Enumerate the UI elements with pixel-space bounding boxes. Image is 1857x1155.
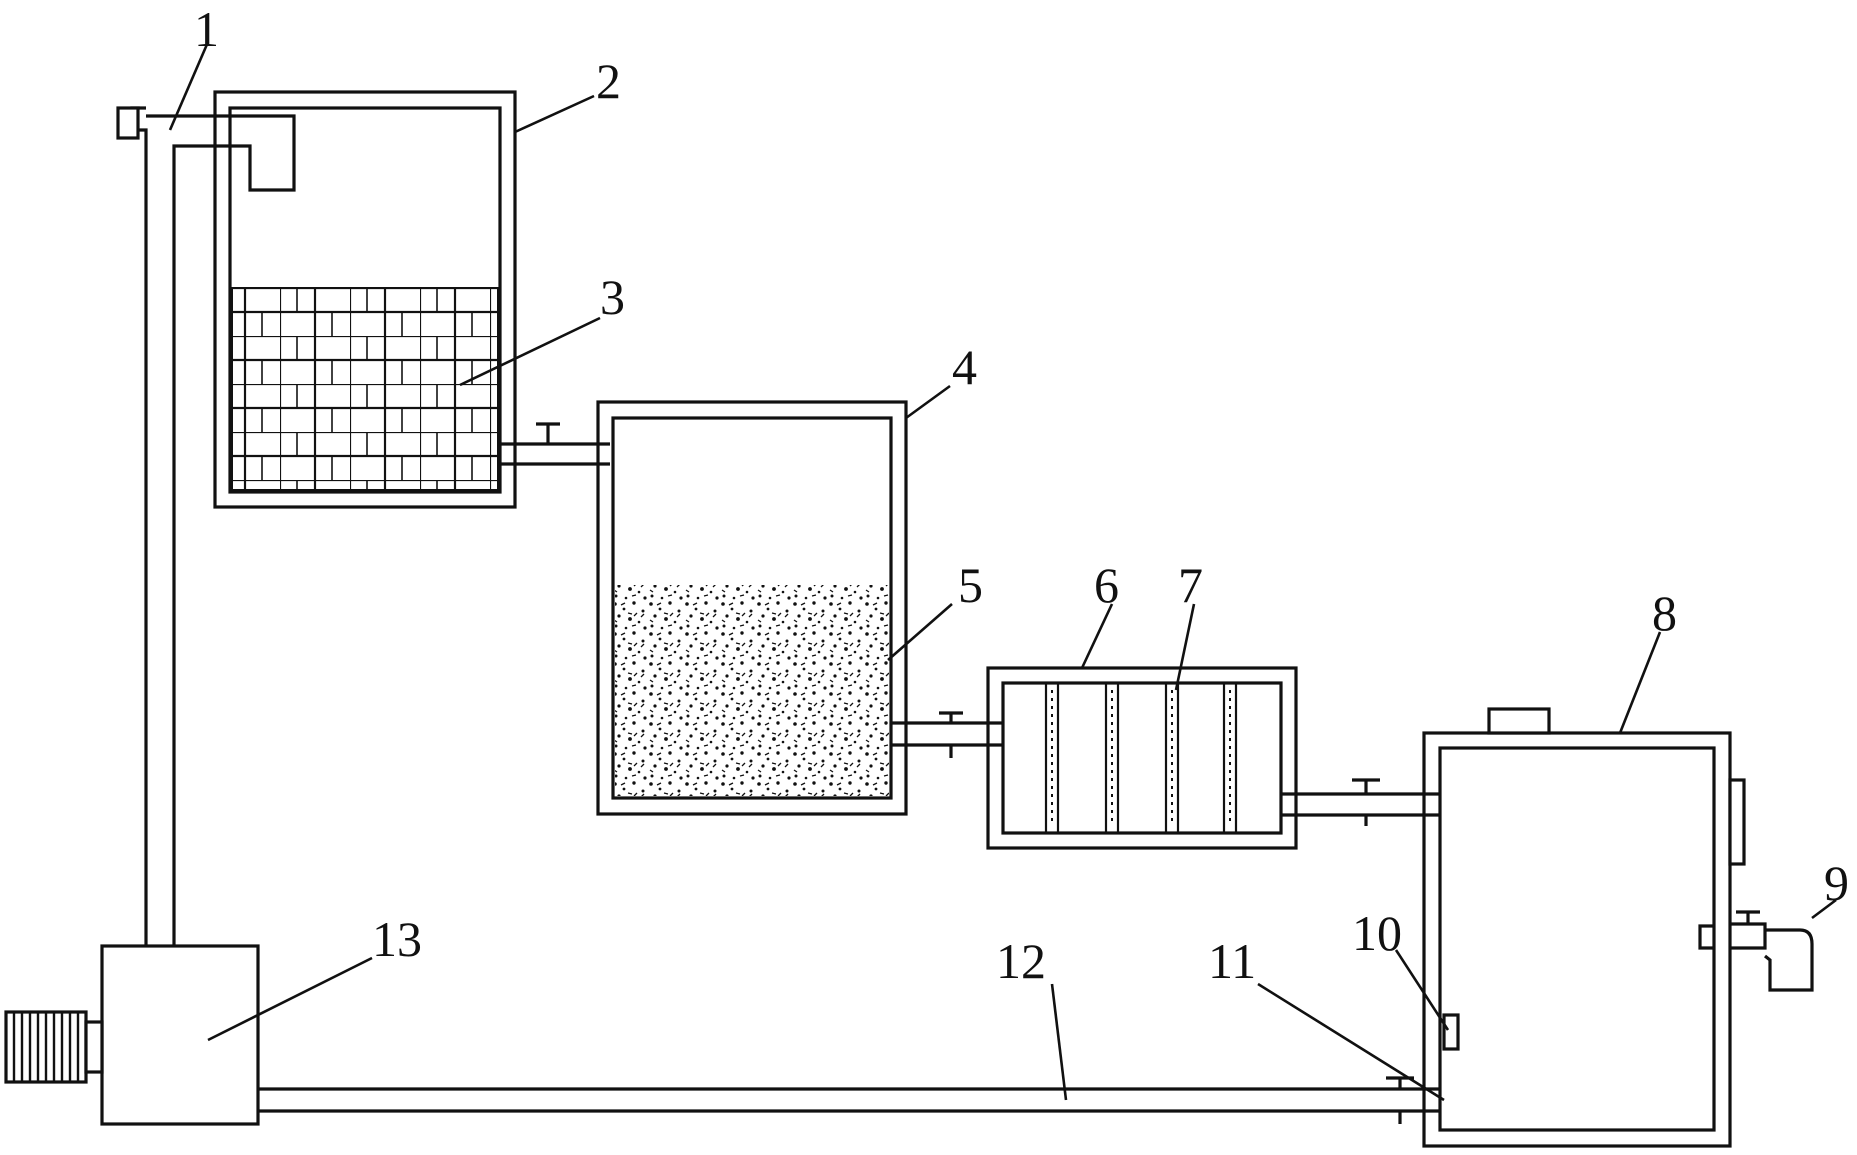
leader-lines [168, 41, 1837, 1102]
label-1: 1 [194, 1, 219, 57]
label-4: 4 [952, 339, 977, 395]
motor [4, 1010, 104, 1084]
valve-11 [1386, 1076, 1414, 1124]
pipe-1 [116, 106, 296, 946]
tank-8 [1422, 707, 1746, 1148]
level-sensor-10 [1442, 1013, 1460, 1051]
outlet-tap-9 [1698, 910, 1814, 992]
label-6: 6 [1094, 557, 1119, 613]
label-7: 7 [1178, 557, 1203, 613]
membrane-7 [1051, 690, 1231, 826]
label-5: 5 [958, 557, 983, 613]
return-pipe-12 [258, 1087, 1440, 1113]
pump-13 [100, 944, 260, 1126]
pipe-4-6 [891, 711, 1003, 758]
filter-unit-6 [986, 666, 1298, 850]
label-11: 11 [1208, 933, 1256, 989]
tank-2 [213, 90, 517, 509]
label-13: 13 [372, 911, 422, 967]
pipe-2-4 [500, 422, 610, 466]
label-3: 3 [600, 269, 625, 325]
tank-4 [596, 400, 908, 816]
label-9: 9 [1824, 855, 1849, 911]
label-12: 12 [996, 933, 1046, 989]
label-8: 8 [1652, 585, 1677, 641]
label-10: 10 [1352, 905, 1402, 961]
pipe-6-8 [1281, 778, 1440, 826]
gravel-media-5 [615, 585, 889, 796]
label-2: 2 [596, 53, 621, 109]
filter-grid-3 [231, 287, 499, 491]
